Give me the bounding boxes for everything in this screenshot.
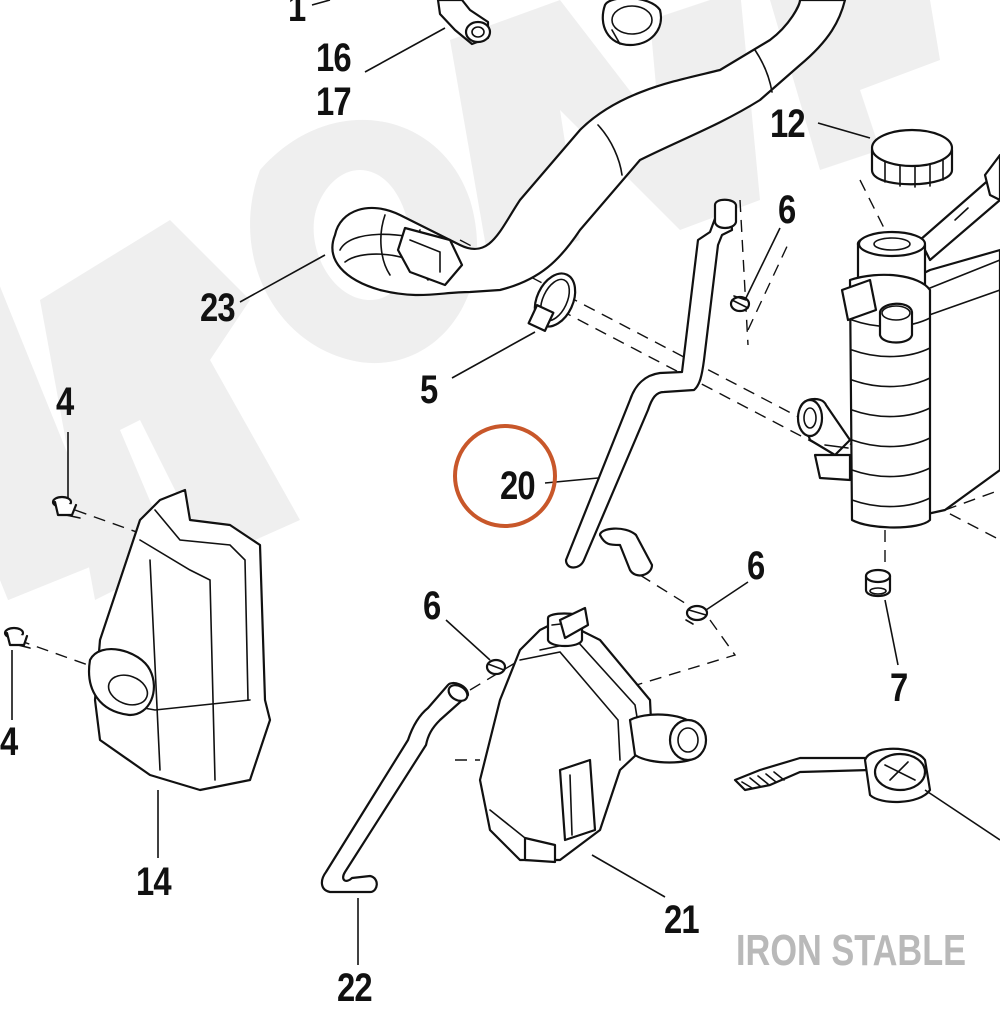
part-14-side-cover xyxy=(87,488,272,792)
callout-16: 16 xyxy=(316,36,352,80)
callout-5: 5 xyxy=(420,368,438,412)
part-20-overflow-hose xyxy=(564,198,738,577)
leader-lines xyxy=(11,0,899,965)
callout-6-lower: 6 xyxy=(423,584,441,628)
part-temp-sender xyxy=(733,747,1000,841)
radiator-assembly xyxy=(796,153,1000,529)
callout-6-upper: 6 xyxy=(778,188,796,232)
callout-20: 20 xyxy=(500,464,536,508)
part-4-screws xyxy=(3,495,81,649)
callout-1: 1 xyxy=(288,0,306,30)
callout-14: 14 xyxy=(136,860,172,904)
callout-21: 21 xyxy=(664,898,700,942)
callout-12: 12 xyxy=(770,102,806,146)
callout-22: 22 xyxy=(337,966,373,1010)
highlight-ring xyxy=(453,424,557,528)
part-21-reservoir xyxy=(478,606,708,864)
callout-7: 7 xyxy=(890,666,908,710)
part-5-clamp xyxy=(527,272,577,332)
part-12-radiator-cap xyxy=(870,128,954,188)
part-23-upper-hose xyxy=(331,0,847,297)
part-clamp-top xyxy=(601,0,663,47)
callout-6-middle: 6 xyxy=(747,544,765,588)
screw-4-upper xyxy=(51,495,81,519)
callout-17: 17 xyxy=(316,80,352,124)
clamp-6-upper xyxy=(729,295,751,313)
part-22-vent-hose xyxy=(320,681,470,894)
screw-4-lower xyxy=(3,626,31,649)
part-7-drain-plug xyxy=(864,568,892,598)
part-16-17-fitting xyxy=(436,0,492,46)
callout-4-upper: 4 xyxy=(56,380,74,424)
brand-watermark: IRON STABLE xyxy=(736,926,967,975)
clamp-6-lower xyxy=(485,658,507,676)
part-6-clamps xyxy=(485,295,751,676)
callout-23: 23 xyxy=(200,286,236,330)
clamp-6-middle xyxy=(685,604,709,625)
callout-4-lower: 4 xyxy=(0,720,18,764)
